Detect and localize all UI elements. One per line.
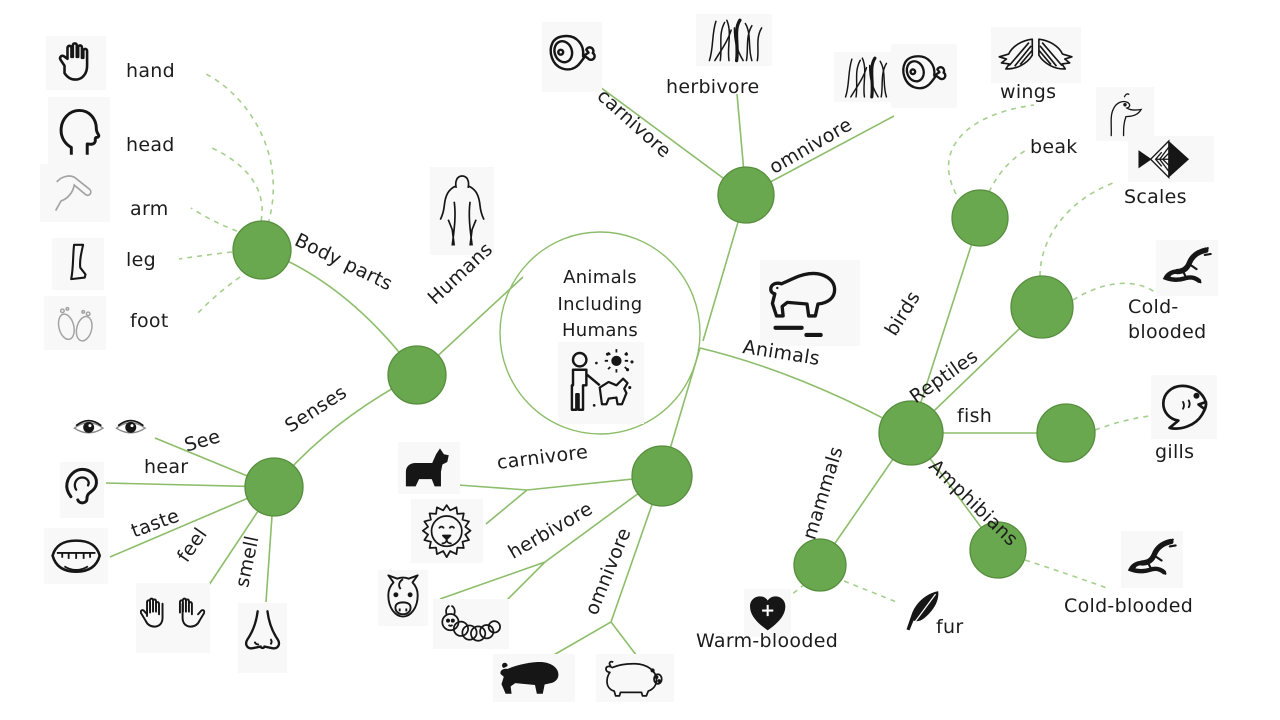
edge-omnivore-bottom [551,475,663,661]
edge-scales [1039,181,1117,277]
node-amphibians[interactable] [969,521,1027,579]
caterpillar-icon [433,599,509,649]
bird-head-icon [1096,87,1154,141]
edge-wings [947,104,1035,195]
central-topic-line3: Humans [561,320,639,341]
node-human-diet[interactable] [717,166,775,224]
edge-foot [195,276,241,316]
node-fish[interactable] [1036,403,1096,463]
node-reptiles[interactable] [1010,275,1074,339]
grass-icon [696,14,772,66]
node-mammals[interactable] [793,538,847,592]
edge-arm [190,207,238,232]
body-part-label-hand: hand [126,60,175,82]
human-body-icon [430,167,494,255]
leg-icon [52,238,104,290]
dog-icon [398,442,460,494]
head-icon [48,97,110,165]
edge-head [211,147,263,222]
node-animal-diet[interactable] [631,445,693,507]
node-body-parts[interactable] [232,220,292,280]
meat-icon [542,22,602,92]
body-part-label-arm: arm [130,198,169,220]
heart-plus-icon [744,589,791,637]
nose-icon [238,603,287,673]
reptile-label-scales: Scales [1124,186,1187,208]
lion-icon [411,499,483,563]
foot-icon [44,296,106,350]
newt-icon [1121,531,1183,588]
central-topic-line2: Including [557,294,643,315]
mindmap-nodes [232,166,1096,592]
edge-reptile-cold-blooded [1072,282,1157,301]
body-part-label-foot: foot [130,310,169,332]
node-senses[interactable] [244,457,304,517]
edge-carnivore-top [599,86,747,196]
bird-label-wings: wings [1000,81,1057,103]
node-humans[interactable] [387,345,447,405]
edge-amphibian-cold-blooded [1024,559,1108,589]
bear-icon [493,654,575,702]
mammal-label-fur: fur [936,616,964,638]
mouth-icon [44,528,108,584]
eyes-icon [66,413,154,443]
hand-icon [46,36,106,90]
body-part-label-head: head [126,134,175,156]
edge-herbivore-bottom [439,475,663,603]
arm-icon [40,164,110,222]
edge-birds [910,217,981,434]
fish-label-gills: gills [1155,441,1195,463]
ear-icon [60,462,104,518]
fish-icon [1151,375,1217,439]
reptile-label-cold-line2: blooded [1128,321,1207,343]
horse-icon [378,570,428,626]
meat-icon [891,44,957,108]
wings-icon [991,27,1081,83]
bird-label-beak: beak [1030,136,1078,158]
reptile-label-cold-line1: Cold- [1128,296,1179,318]
hands-icon [136,583,210,653]
central-topic-circle[interactable] [499,231,701,435]
amphibian-label-cold-blooded: Cold-blooded [1064,595,1194,617]
polar-bear-icon [760,260,860,346]
human-diet-label-herbivore: herbivore [666,76,760,98]
node-animals[interactable] [878,400,944,466]
sense-label-hear: hear [144,456,189,478]
edge-carnivore-bottom [457,475,663,525]
mammal-label-warm-blooded: Warm-blooded [696,630,839,652]
edge-fur [843,580,900,604]
edge-hand [205,73,274,225]
edge-taste [109,486,275,558]
node-birds[interactable] [951,189,1009,247]
lizard-icon [1156,240,1218,296]
dashed-edges [178,73,1157,604]
fish-scales-icon [1128,136,1214,182]
body-part-label-leg: leg [126,249,156,271]
edge-gills [1094,415,1151,431]
central-topic-line1: Animals [563,267,637,288]
branch-label-fish: fish [957,405,993,427]
edge-leg [178,251,233,260]
person-with-dog-icon [558,342,644,424]
edge-beak [988,148,1029,193]
pig-icon [596,654,674,702]
